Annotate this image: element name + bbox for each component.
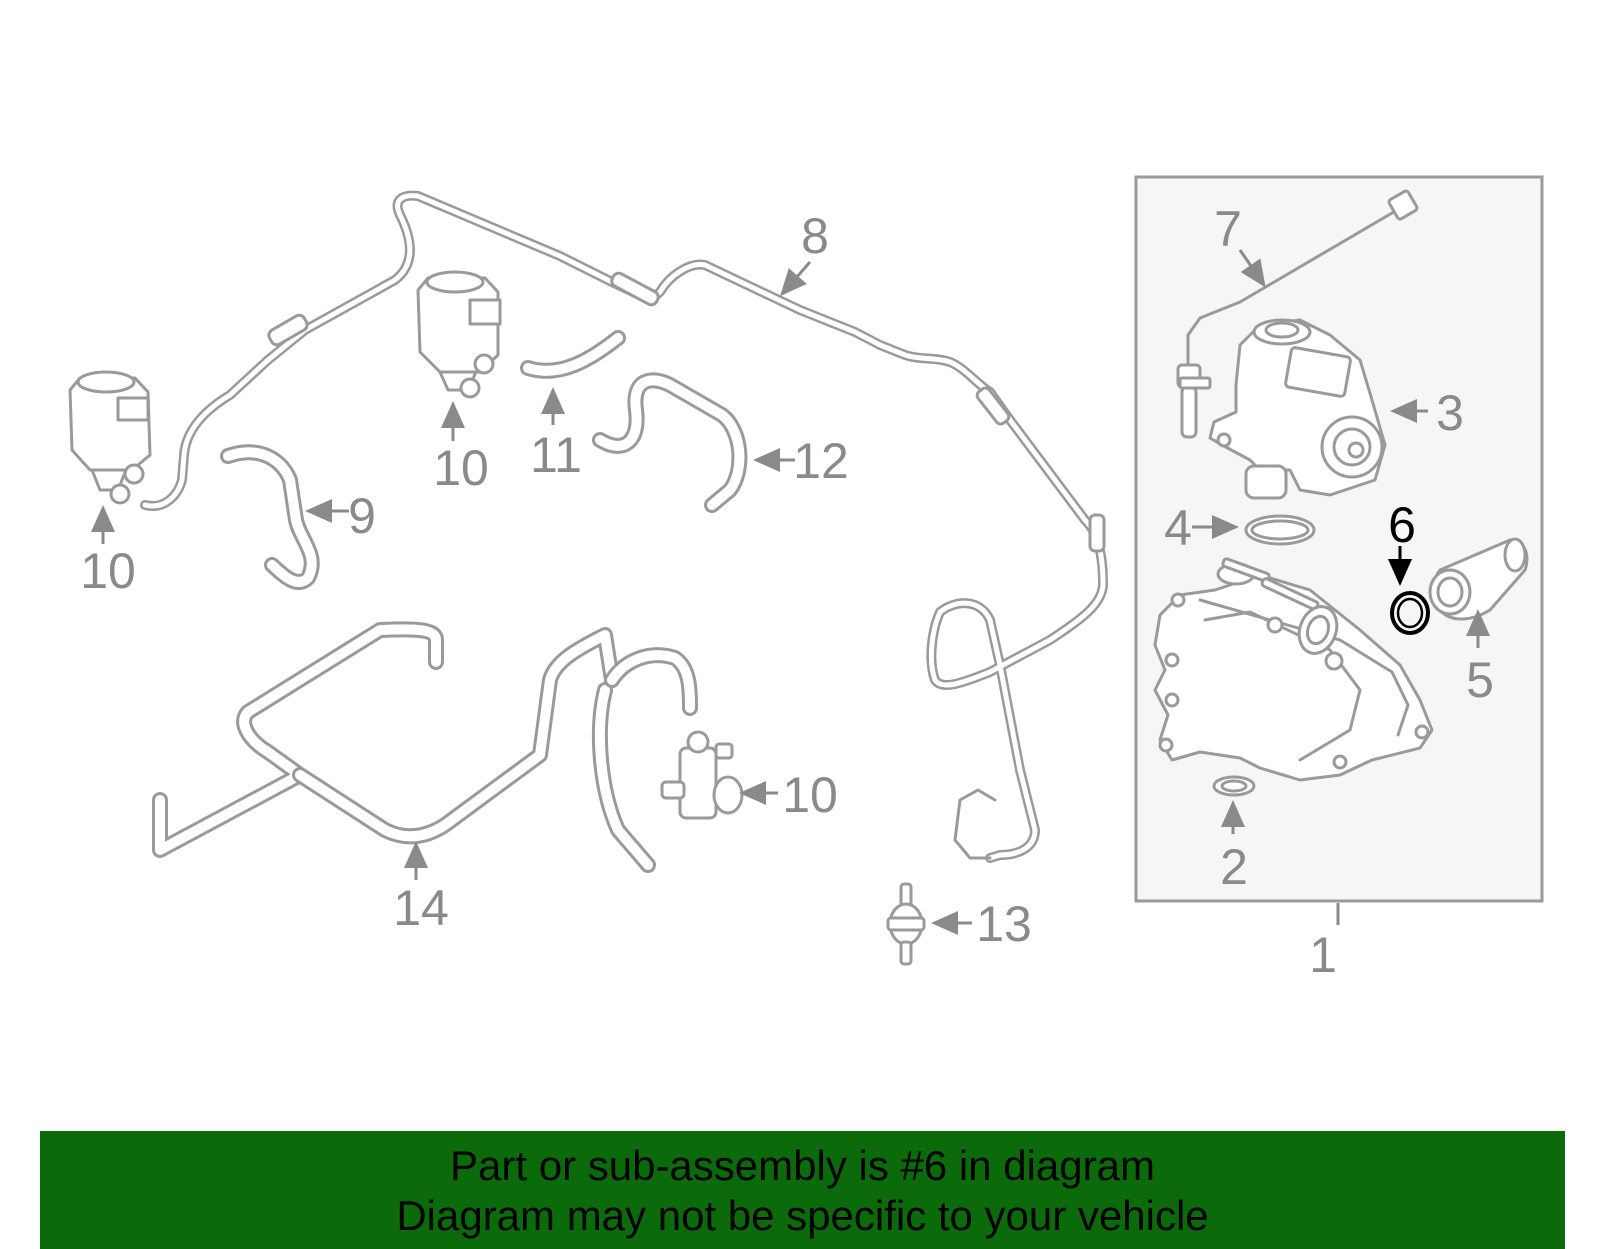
callout-9: 9 (348, 488, 376, 544)
callout-13: 13 (976, 896, 1032, 952)
assembly-box (1134, 175, 1544, 903)
callout-4: 4 (1164, 500, 1192, 556)
callout-1: 1 (1309, 927, 1337, 983)
callout-2: 2 (1220, 839, 1248, 895)
hose-part-11 (520, 330, 626, 379)
callout-8: 8 (801, 208, 829, 264)
valve-part-10-lower (660, 730, 744, 820)
sensor-part-7 (1176, 189, 1419, 439)
callout-10-lower: 10 (782, 767, 838, 823)
gasket-part-4 (1244, 514, 1316, 546)
egr-cooler-assembly (1153, 557, 1434, 782)
valve-part-10-middle (416, 270, 502, 399)
vacuum-line-part-8 (140, 190, 1108, 863)
callout-7: 7 (1214, 201, 1242, 257)
check-valve-part-13 (886, 882, 926, 966)
callout-14: 14 (393, 880, 449, 936)
hose-part-9 (220, 444, 320, 590)
info-banner: Part or sub-assembly is #6 in diagram Di… (40, 1131, 1565, 1249)
banner-line-disclaimer: Diagram may not be specific to your vehi… (396, 1192, 1209, 1239)
callout-11: 11 (530, 427, 582, 483)
seal-part-6-highlighted (1390, 591, 1430, 635)
callout-12: 12 (793, 433, 849, 489)
banner-line-part: Part or sub-assembly is #6 in diagram (450, 1142, 1155, 1189)
callout-10-middle: 10 (433, 440, 489, 496)
callout-10-left: 10 (80, 543, 136, 599)
hose-part-12 (592, 372, 748, 513)
callout-labels: 1 2 3 4 5 6 7 8 9 10 10 10 10 11 12 13 1… (80, 201, 1494, 983)
hose-part-14 (152, 621, 698, 873)
valve-part-10-left (68, 370, 152, 505)
washer-part-2 (1212, 775, 1256, 797)
callout-6-highlighted: 6 (1388, 497, 1416, 553)
leader-arrows (91, 249, 1490, 935)
callout-5: 5 (1466, 652, 1494, 708)
egr-valve-part-3 (1208, 318, 1387, 500)
callout-3: 3 (1436, 385, 1464, 441)
